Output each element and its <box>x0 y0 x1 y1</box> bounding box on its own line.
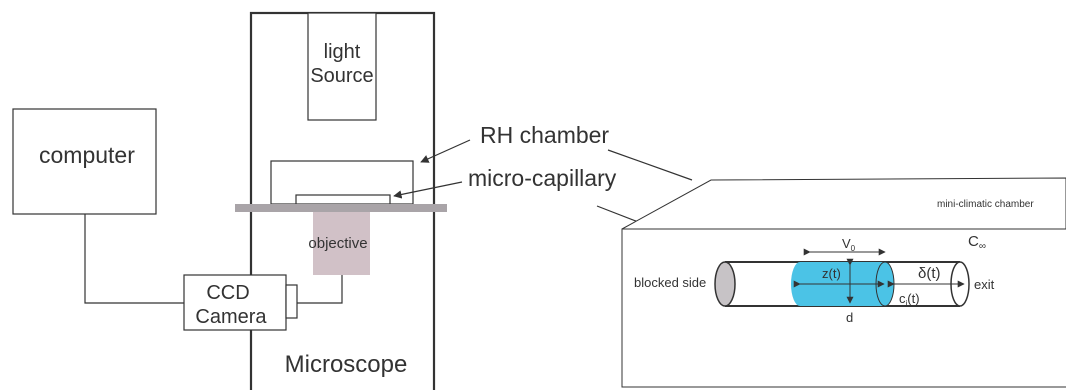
diameter-label: d <box>846 310 853 325</box>
rh-chamber-connector <box>607 149 693 181</box>
v0-label: V0 <box>842 236 856 253</box>
rh-chamber-label: RH chamber <box>480 122 609 148</box>
rh-chamber-arrow <box>420 139 471 163</box>
blocked-side-label: blocked side <box>634 275 706 290</box>
light-source-label-1: light <box>324 41 361 63</box>
c-infinity-label: C∞ <box>968 233 986 252</box>
computer-label: computer <box>39 142 135 168</box>
computer-box <box>12 108 157 215</box>
delta-label: δ(t) <box>918 265 941 282</box>
objective-block <box>313 212 370 275</box>
ccd-label-2: Camera <box>195 306 267 328</box>
microscope-label: Microscope <box>285 351 408 378</box>
micro-capillary-box <box>295 194 391 205</box>
ccd-camera-box <box>183 274 287 331</box>
light-source-box <box>307 12 377 121</box>
objective-label: objective <box>308 235 367 252</box>
exit-label: exit <box>974 277 995 292</box>
camera-objective-cable <box>297 275 343 304</box>
blocked-end-cap <box>714 261 736 307</box>
ci-label: ci(t) <box>899 291 920 308</box>
microscope-stage <box>235 204 447 212</box>
micro-capillary-arrow <box>393 181 463 199</box>
mini-chamber-label: mini-climatic chamber <box>937 199 1034 210</box>
micro-capillary-label: micro-capillary <box>468 165 617 191</box>
ccd-label-1: CCD <box>206 282 249 304</box>
ccd-camera-lens <box>285 284 298 319</box>
zt-label: z(t) <box>822 266 841 281</box>
light-source-label-2: Source <box>310 65 373 87</box>
mini-chamber-front-face <box>621 228 1066 388</box>
computer-camera-cable <box>84 214 184 304</box>
